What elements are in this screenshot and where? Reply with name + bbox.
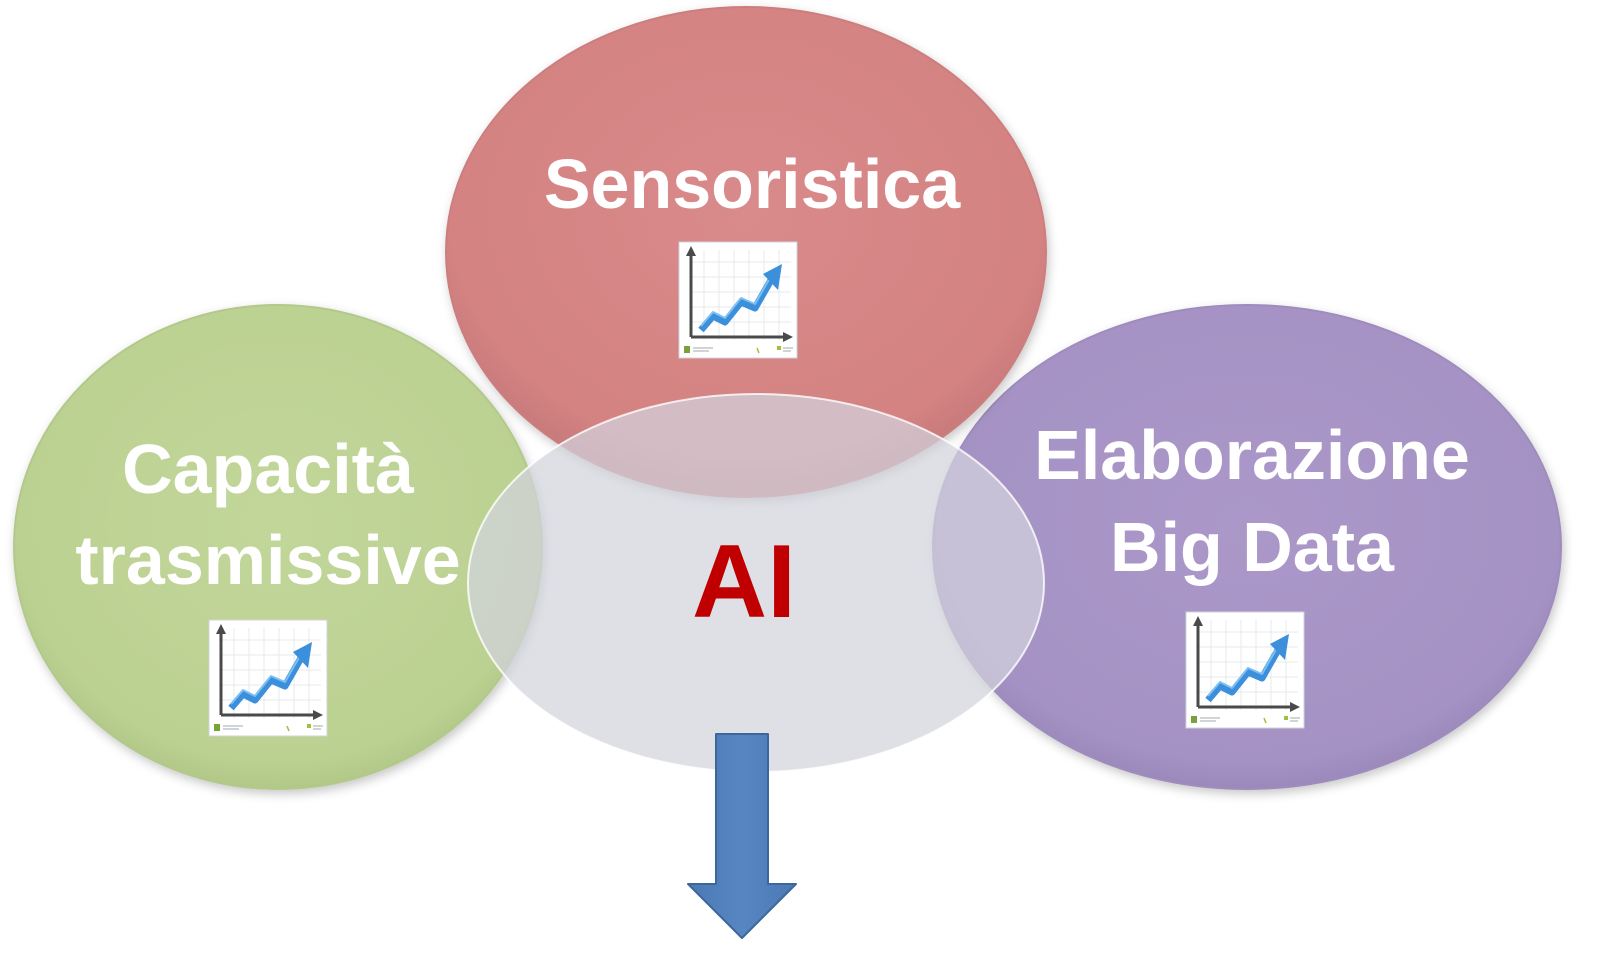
- ai-label: AI: [692, 524, 796, 640]
- growth-chart-icon: [209, 620, 327, 736]
- bigdata-label-line2: Big Data: [1110, 508, 1395, 586]
- sensors-label: Sensoristica: [544, 145, 961, 223]
- capacity-label-line1: Capacità: [122, 430, 415, 508]
- growth-chart-icon: [679, 242, 797, 358]
- capacity-label-line2: trasmissive: [75, 521, 460, 599]
- down-arrow-icon: [687, 733, 797, 939]
- bigdata-label-line1: Elaborazione: [1034, 416, 1470, 494]
- growth-chart-icon: [1186, 612, 1304, 728]
